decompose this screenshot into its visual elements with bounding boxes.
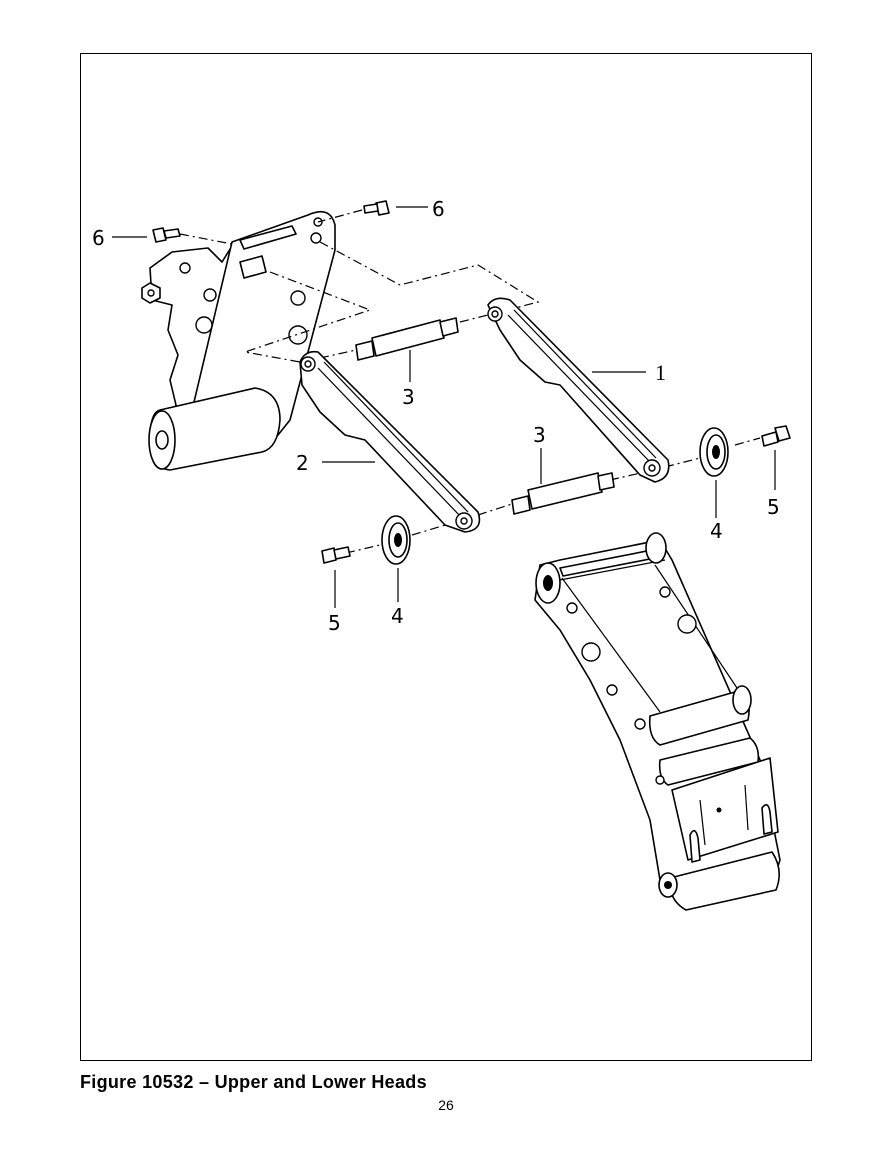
bolt-6-left xyxy=(152,227,181,243)
leader-lines xyxy=(112,206,776,608)
callout-4-left: 4 xyxy=(391,604,404,628)
spacer-3-upper xyxy=(355,317,459,361)
callout-2: 2 xyxy=(296,451,309,475)
callout-5-right: 5 xyxy=(767,495,780,519)
callout-6-left: 6 xyxy=(92,226,105,250)
callout-4-right: 4 xyxy=(710,519,723,543)
callout-1: 1 xyxy=(655,360,666,385)
callout-3-upper: 3 xyxy=(402,385,415,409)
callout-3-lower: 3 xyxy=(533,423,546,447)
wheel-4-right xyxy=(699,427,729,477)
bolt-5-right xyxy=(761,425,791,447)
link-arm-1 xyxy=(487,297,670,483)
upper-head-assembly xyxy=(141,210,336,471)
bolt-5-left xyxy=(321,546,351,564)
page-number: 26 xyxy=(438,1097,454,1113)
figure-caption: Figure 10532 – Upper and Lower Heads xyxy=(80,1072,427,1092)
figure-frame xyxy=(80,53,812,1061)
link-arm-2 xyxy=(299,350,481,533)
callout-5-left: 5 xyxy=(328,611,341,635)
bolt-6-right xyxy=(363,200,390,216)
spacer-3-lower xyxy=(511,472,615,515)
lower-head-frame xyxy=(534,532,781,911)
callout-6-right: 6 xyxy=(432,197,445,221)
wheel-4-left xyxy=(381,515,411,565)
